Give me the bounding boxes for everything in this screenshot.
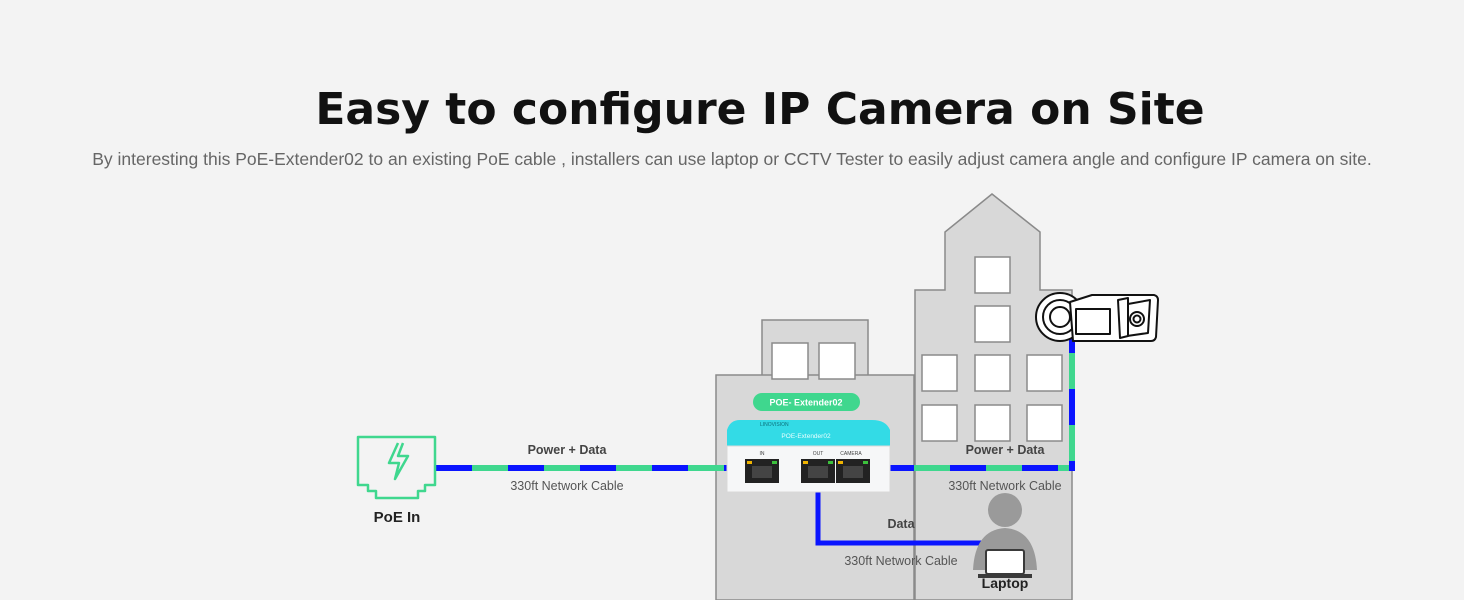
- left-cable-label-top: Power + Data: [528, 443, 608, 457]
- port-label-in: IN: [760, 451, 765, 457]
- page-title: Easy to configure IP Camera on Site: [315, 84, 1205, 135]
- poe-extender-device: POE- Extender02 LINOVISION POE-Extender0…: [726, 393, 891, 493]
- device-badge-label: POE- Extender02: [769, 398, 842, 408]
- right-cable-label-bottom: 330ft Network Cable: [948, 479, 1061, 493]
- device-brand: LINOVISION: [760, 422, 789, 428]
- data-cable-label-top: Data: [887, 517, 915, 531]
- device-body-label: POE-Extender02: [781, 433, 831, 440]
- port-in: [745, 459, 779, 483]
- poe-in-label: PoE In: [374, 509, 421, 526]
- port-out: [801, 459, 835, 483]
- port-camera: [836, 459, 870, 483]
- laptop-user-icon: [973, 493, 1037, 578]
- data-cable: [815, 475, 985, 546]
- right-cable-label-top: Power + Data: [966, 443, 1046, 457]
- data-cable-label-bottom: 330ft Network Cable: [844, 554, 957, 568]
- left-cable-label-bottom: 330ft Network Cable: [510, 479, 623, 493]
- page-subtitle: By interesting this PoE-Extender02 to an…: [92, 149, 1372, 169]
- poe-in-icon: [356, 435, 437, 500]
- device-badge: [753, 393, 860, 411]
- laptop-label: Laptop: [982, 575, 1029, 591]
- port-label-out: OUT: [813, 451, 824, 457]
- right-building: [914, 193, 1073, 600]
- ip-camera-icon: [1035, 292, 1159, 342]
- port-label-camera: CAMERA: [840, 451, 862, 457]
